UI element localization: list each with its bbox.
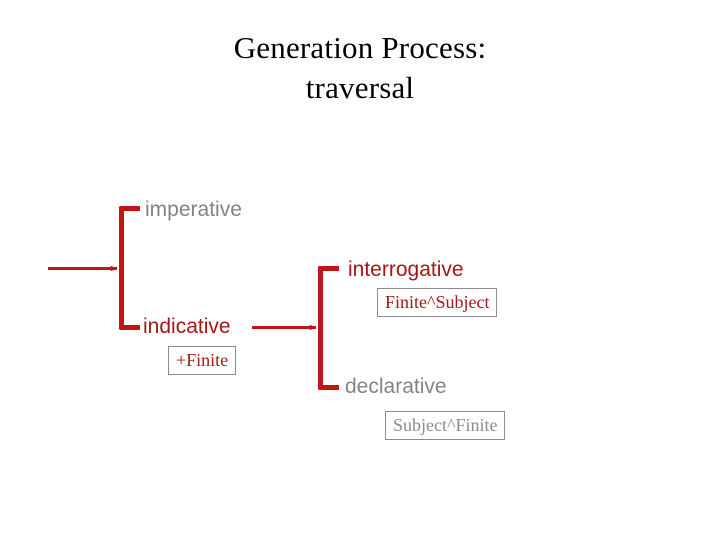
- title-line-2: traversal: [305, 69, 415, 105]
- feature-box-finite-subject: Finite^Subject: [377, 288, 498, 317]
- slide-title: Generation Process: traversal: [0, 28, 720, 107]
- node-declarative[interactable]: declarative: [345, 375, 447, 398]
- node-indicative[interactable]: indicative: [143, 315, 231, 338]
- node-imperative[interactable]: imperative: [145, 198, 242, 221]
- node-interrogative[interactable]: interrogative: [348, 258, 464, 281]
- title-line-1: Generation Process:: [233, 30, 487, 65]
- feature-box-finite: +Finite: [168, 346, 237, 375]
- feature-box-subject-finite: Subject^Finite: [385, 411, 506, 440]
